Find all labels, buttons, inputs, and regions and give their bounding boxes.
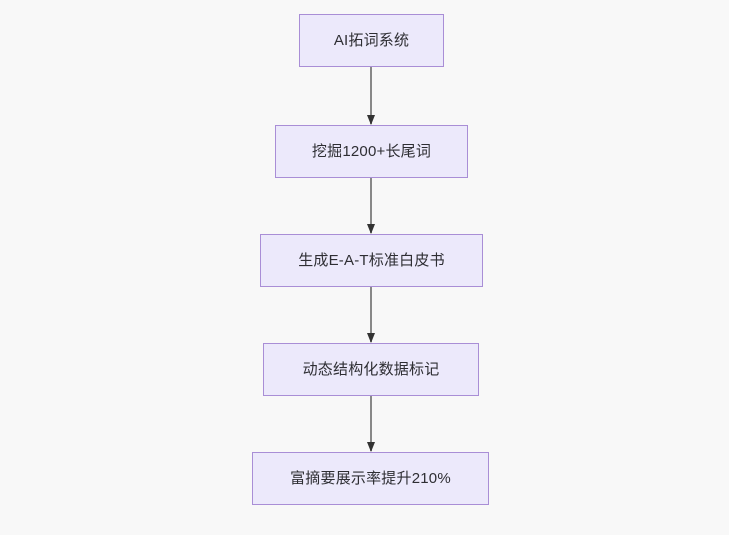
node-label: 挖掘1200+长尾词 bbox=[311, 143, 432, 160]
flowchart-node-ai-keyword-system[interactable]: AI拓词系统 bbox=[299, 14, 444, 67]
node-label: 富摘要展示率提升210% bbox=[290, 470, 451, 487]
flowchart-node-generate-eat-whitepaper[interactable]: 生成E-A-T标准白皮书 bbox=[260, 234, 483, 287]
node-label: AI拓词系统 bbox=[333, 32, 410, 49]
node-label: 动态结构化数据标记 bbox=[302, 361, 440, 378]
flowchart-node-mine-longtail-keywords[interactable]: 挖掘1200+长尾词 bbox=[275, 125, 468, 178]
flowchart-node-rich-snippet-rate-increase[interactable]: 富摘要展示率提升210% bbox=[252, 452, 489, 505]
flowchart-node-dynamic-structured-data-markup[interactable]: 动态结构化数据标记 bbox=[263, 343, 479, 396]
node-label: 生成E-A-T标准白皮书 bbox=[298, 252, 445, 269]
